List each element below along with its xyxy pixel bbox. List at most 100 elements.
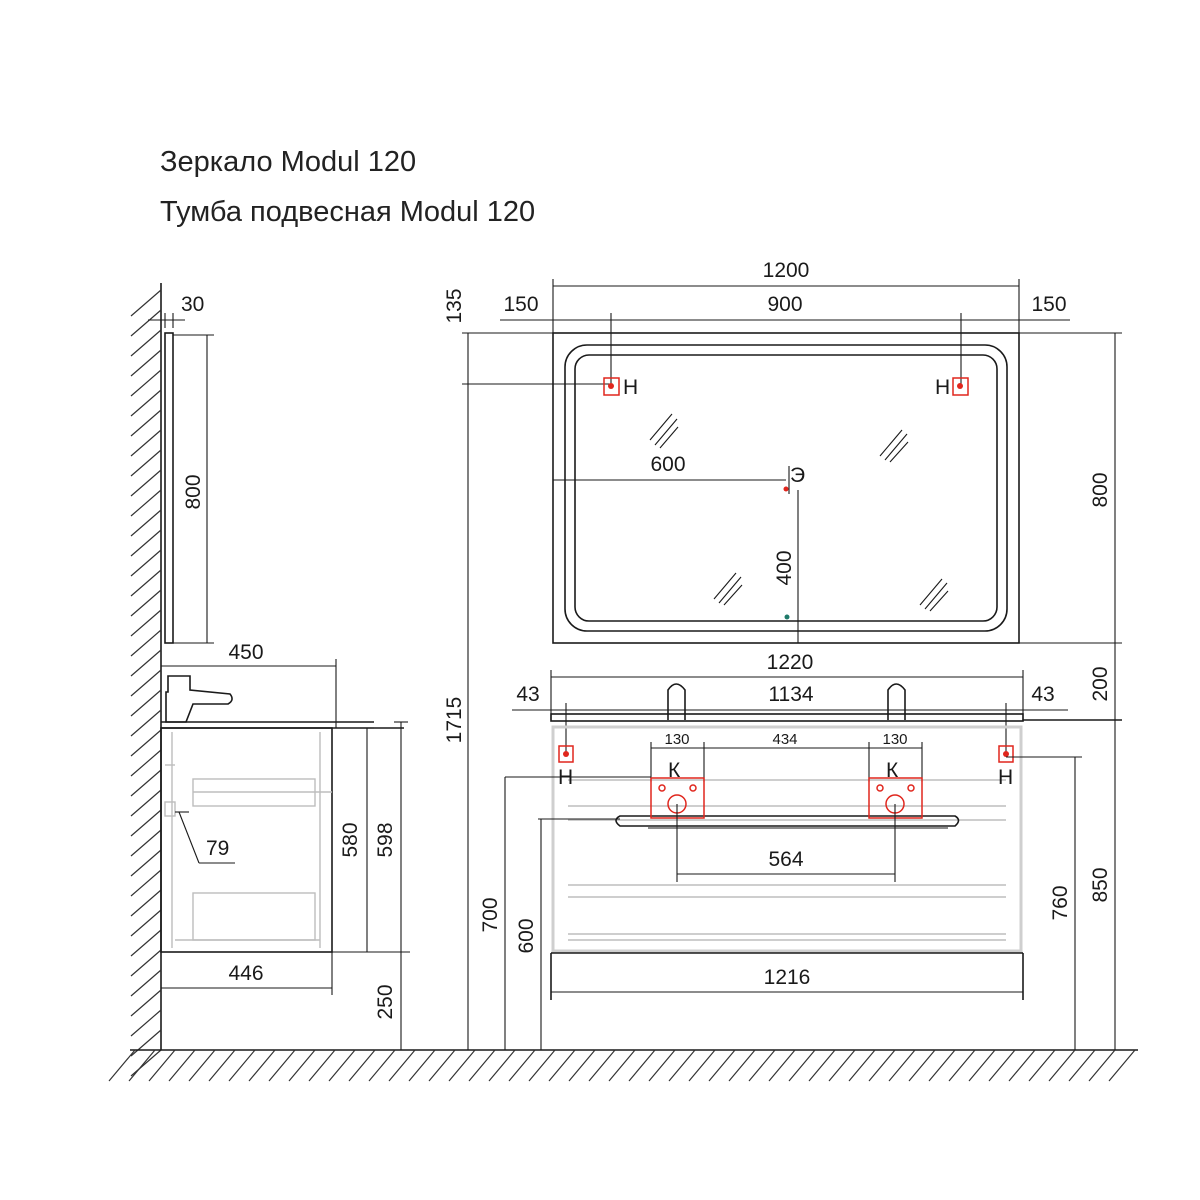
cabinet-body [551,725,1023,953]
wall-hatch-line [130,1009,162,1037]
dim-1715: 1715 [443,697,466,744]
wall-hatch-line [130,609,162,637]
floor-hatch-line [408,1049,436,1082]
svg-text:Н: Н [623,376,638,399]
floor-hatch-line [448,1049,476,1082]
floor-hatch-line [168,1049,196,1082]
wall-hatch-line [130,809,162,837]
floor-hatch-line [988,1049,1016,1082]
floor-hatch-line [248,1049,276,1082]
dim-580: 580 [339,822,362,857]
dim-floor-gap: 250 [374,984,397,1019]
floor-hatch-line [228,1049,256,1082]
floor-hatch-line [208,1049,236,1082]
cabinet-hanger-left: Н [558,745,574,789]
wall-hatch-line [130,369,162,397]
floor-hatch-line [568,1049,596,1082]
hanger-mark-left: Н [603,376,638,399]
front-cabinet: 1220 200 43 1134 43 [479,643,1122,1050]
floor [108,1049,1138,1082]
floor-hatch-line [368,1049,396,1082]
floor-hatch-line [268,1049,296,1082]
countertop [550,713,1024,722]
floor-hatch-line [908,1049,936,1082]
svg-text:К: К [886,759,899,782]
dim-600-handle: 600 [515,918,538,953]
wall-hatch-line [130,429,162,457]
wall-hatch-line [130,329,162,357]
dim-side-mirror-height: 800 [182,474,205,509]
wall-hatch-line [130,529,162,557]
floor-hatch-line [768,1049,796,1082]
floor-hatch-line [1108,1049,1136,1082]
dim-200: 200 [1089,666,1112,701]
cabinet-hanger-right: Н [998,745,1014,789]
dim-1134: 1134 [768,683,813,706]
wall-hatch-line [130,409,162,437]
dim-79: 79 [206,837,229,860]
hanger-mark-right: Н [935,376,969,399]
outlet-point [783,486,789,492]
floor-hatch-line [968,1049,996,1082]
dim-700: 700 [479,897,502,932]
faucet-left-icon [667,683,686,720]
floor-hatch-line [1048,1049,1076,1082]
floor-hatch-line [1088,1049,1116,1082]
floor-hatch-line [308,1049,336,1082]
dim-850: 850 [1089,867,1112,902]
floor-hatch-line [288,1049,316,1082]
side-view: 30 800 450 79 580 [148,293,410,1050]
cabinet-title: Тумба подвесная Modul 120 [160,196,536,228]
dim-side-bottom-depth: 446 [228,962,263,985]
dim-150-right: 150 [1031,293,1066,316]
floor-hatch-line [728,1049,756,1082]
svg-text:Н: Н [935,376,950,399]
floor-hatch-line [888,1049,916,1082]
wall-hatch-line [130,349,162,377]
wall-hatch-line [130,709,162,737]
floor-hatch-line [528,1049,556,1082]
floor-hatch-line [548,1049,576,1082]
floor-hatch-line [1008,1049,1036,1082]
floor-hatch-line [608,1049,636,1082]
wall-hatch-line [130,489,162,517]
floor-hatch-line [128,1049,156,1082]
wall-hatch-line [130,789,162,817]
floor-hatch-line [628,1049,656,1082]
svg-text:К: К [668,759,681,782]
wall-hatch-line [130,769,162,797]
dim-760: 760 [1049,885,1072,920]
wall-hatch-line [130,1029,162,1057]
floor-hatch-line [708,1049,736,1082]
dim-side-top-depth: 450 [228,641,263,664]
wall-hatch-line [130,989,162,1017]
dim-43-right: 43 [1031,683,1054,706]
wall-hatch-line [130,949,162,977]
floor-hatch-line [788,1049,816,1082]
floor-hatch-line [188,1049,216,1082]
dim-1220: 1220 [767,651,814,674]
dim-434: 434 [772,731,797,748]
floor-hatch-line [388,1049,416,1082]
floor-hatch-line [648,1049,676,1082]
wall-hatch-line [130,449,162,477]
wall-hatch-line [130,969,162,997]
wall-hatch-line [130,629,162,657]
wall-hatch-line [130,669,162,697]
svg-text:Н: Н [998,766,1013,789]
dim-43-left: 43 [516,683,539,706]
dim-mirror-height: 800 [1089,472,1112,507]
wall-hatch-line [130,849,162,877]
floor-hatch-line [848,1049,876,1082]
floor-hatch-line [428,1049,456,1082]
sensor-point [784,614,790,620]
floor-hatch-line [748,1049,776,1082]
dim-135: 135 [443,288,466,323]
floor-hatch-line [588,1049,616,1082]
dim-total-width: 1200 [763,259,810,282]
floor-hatch-line [928,1049,956,1082]
wall-hatch-line [130,549,162,577]
wall-hatch-line [130,729,162,757]
wall-hatch-line [130,389,162,417]
